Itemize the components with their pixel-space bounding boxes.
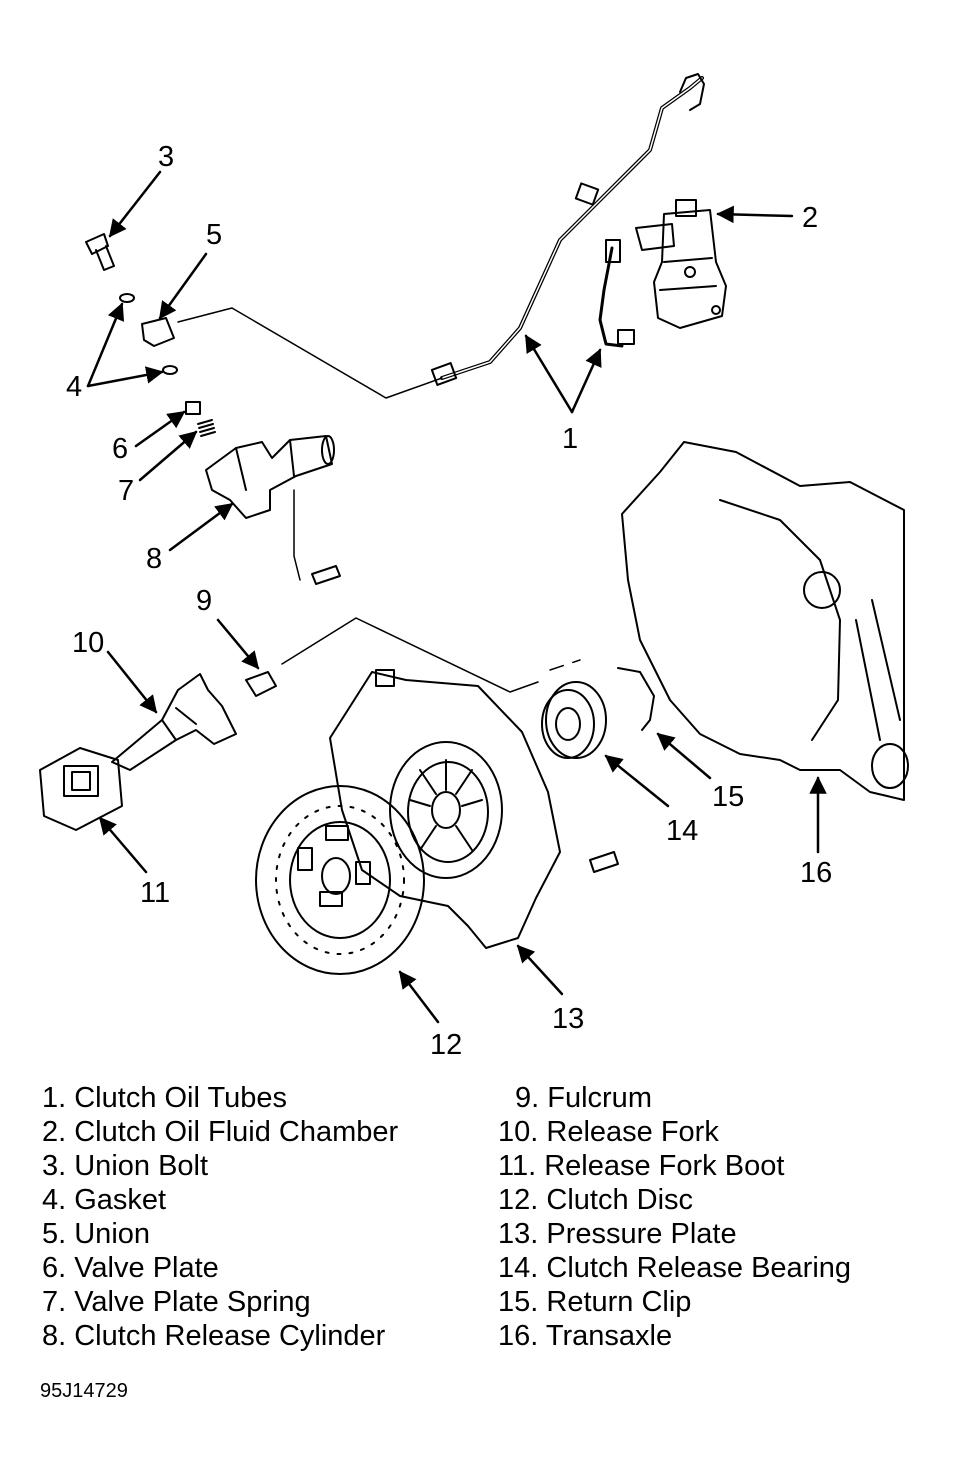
clutch-disc <box>255 785 425 975</box>
legend-item: 6. Valve Plate <box>42 1252 219 1284</box>
callout-16: 16 <box>800 857 832 889</box>
legend-item: 10. Release Fork <box>498 1116 719 1148</box>
release-fork-boot <box>39 747 123 831</box>
union <box>141 307 443 399</box>
pressure-plate <box>329 669 619 949</box>
clutch-exploded-diagram: 1 2 3 4 5 6 7 8 9 10 11 12 13 14 15 16 <box>39 73 909 1061</box>
callout-7: 7 <box>118 475 134 507</box>
fulcrum <box>245 617 581 697</box>
parts-legend-right: 9. Fulcrum 10. Release Fork 11. Release … <box>498 1081 851 1353</box>
valve-plate <box>185 401 201 415</box>
callout-14: 14 <box>666 815 698 847</box>
transaxle <box>621 441 909 801</box>
legend-item: 4. Gasket <box>42 1184 167 1216</box>
callout-9: 9 <box>196 585 212 617</box>
callout-10: 10 <box>72 627 104 659</box>
callout-3: 3 <box>158 141 174 173</box>
callout-13: 13 <box>552 1003 584 1035</box>
legend-item: 5. Union <box>42 1218 151 1250</box>
gasket-upper <box>119 293 135 303</box>
gasket-lower <box>162 365 178 375</box>
legend-item: 9. Fulcrum <box>515 1082 652 1114</box>
callout-12: 12 <box>430 1029 462 1061</box>
legend-item: 3. Union Bolt <box>42 1150 209 1182</box>
legend-item: 1. Clutch Oil Tubes <box>42 1082 287 1114</box>
legend-item: 13. Pressure Plate <box>498 1218 737 1250</box>
legend-item: 2. Clutch Oil Fluid Chamber <box>42 1116 399 1148</box>
release-fork <box>111 673 237 771</box>
return-clip <box>617 667 655 731</box>
union-bolt <box>85 233 115 271</box>
figure-id: 95J14729 <box>40 1380 128 1402</box>
legend-item: 11. Release Fork Boot <box>498 1150 785 1182</box>
callout-6: 6 <box>112 433 128 465</box>
callout-15: 15 <box>712 781 744 813</box>
legend-item: 7. Valve Plate Spring <box>42 1286 311 1318</box>
callout-1: 1 <box>562 423 578 455</box>
legend-item: 14. Clutch Release Bearing <box>498 1252 852 1284</box>
legend-item: 8. Clutch Release Cylinder <box>42 1320 386 1352</box>
clutch-oil-fluid-chamber <box>574 182 727 329</box>
callout-4: 4 <box>66 371 82 403</box>
clutch-release-cylinder <box>205 435 341 585</box>
callout-5: 5 <box>206 219 222 251</box>
valve-plate-spring <box>197 419 216 437</box>
legend-item: 15. Return Clip <box>498 1286 692 1318</box>
callout-11: 11 <box>140 877 170 909</box>
clutch-oil-tubes <box>430 73 705 386</box>
callout-arrows <box>86 170 827 1024</box>
clutch-release-bearing <box>541 681 607 759</box>
callout-8: 8 <box>146 543 162 575</box>
parts-legend-left: 1. Clutch Oil Tubes 2. Clutch Oil Fluid … <box>42 1081 398 1353</box>
legend-item: 16. Transaxle <box>498 1320 673 1352</box>
legend-item: 12. Clutch Disc <box>498 1184 694 1216</box>
callout-2: 2 <box>802 202 818 234</box>
